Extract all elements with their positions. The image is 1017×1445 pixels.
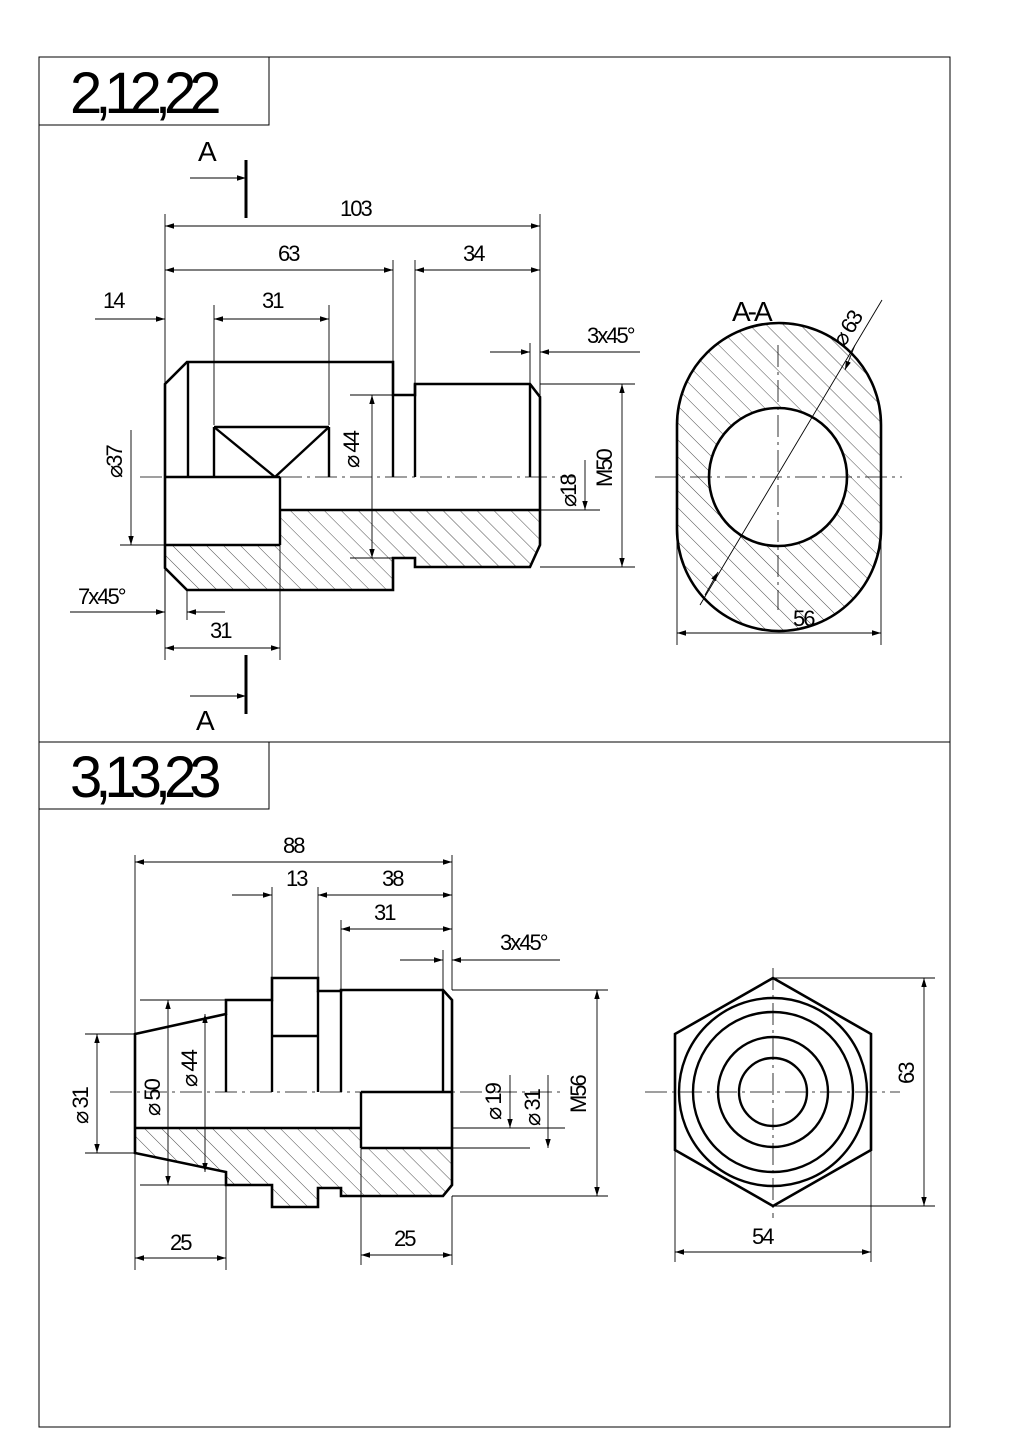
dim-31: 31 [374,900,396,925]
dim-dia-44: ⌀ 44 [339,430,364,468]
dim-dia-31-left: ⌀ 31 [68,1086,93,1124]
dim-thread-m56: M56 [566,1074,591,1113]
dim-dia-31-right: ⌀ 31 [520,1088,545,1126]
dim-31-top: 31 [262,288,284,313]
section-mark-top: A [198,136,217,167]
drawing-frame [38,56,951,1428]
part1-outline [163,360,542,592]
dim-13: 13 [286,866,308,891]
part1-section-hatch [165,510,540,590]
dim-chamfer-3x45: 3x45° [587,323,635,348]
dim-63: 63 [278,241,300,266]
dim-width-56: 56 [793,606,815,631]
dim-hex-54: 54 [752,1224,774,1249]
dim-dia-50: ⌀ 50 [140,1078,165,1116]
aa-hatched-ring [677,323,881,631]
dim-thread-m50: M50 [592,448,617,487]
dim-103: 103 [340,196,372,221]
dim-dia-19: ⌀ 19 [481,1082,506,1120]
dim-88: 88 [283,833,305,858]
panel1-title: 2,12,22 [70,61,219,126]
dim-hex-63: 63 [894,1062,919,1084]
dim-chamfer-3x45: 3x45° [500,930,548,955]
dim-dia-37: ⌀37 [102,445,127,478]
dim-chamfer-7x45: 7x45° [78,584,126,609]
dim-34: 34 [463,241,485,266]
part1-section-aa: A-A ⌀ 63 56 [655,296,902,645]
part2-outline [133,976,454,1209]
part2-section-hatch [135,1128,452,1207]
dim-31-bottom: 31 [210,618,232,643]
part2-hex-view: 63 54 [645,968,935,1262]
part2-front-view: 88 13 38 31 3x45° ⌀ 31 ⌀ 50 ⌀ 44 ⌀ 19 ⌀ … [68,833,608,1270]
dim-dia-44: ⌀ 44 [177,1049,202,1087]
dim-25-left: 25 [170,1230,192,1255]
dim-38: 38 [382,866,404,891]
section-label-aa: A-A [732,296,773,327]
dim-dia-18: ⌀18 [556,474,581,507]
section-mark-bottom: A [196,705,215,736]
dim-14: 14 [103,288,125,313]
part1-front-view: A A 103 63 34 14 31 3x45° 7x45° 31 ⌀37 ⌀… [70,136,640,736]
panel2-title: 3,13,23 [70,745,219,810]
dim-25-right: 25 [394,1226,416,1251]
